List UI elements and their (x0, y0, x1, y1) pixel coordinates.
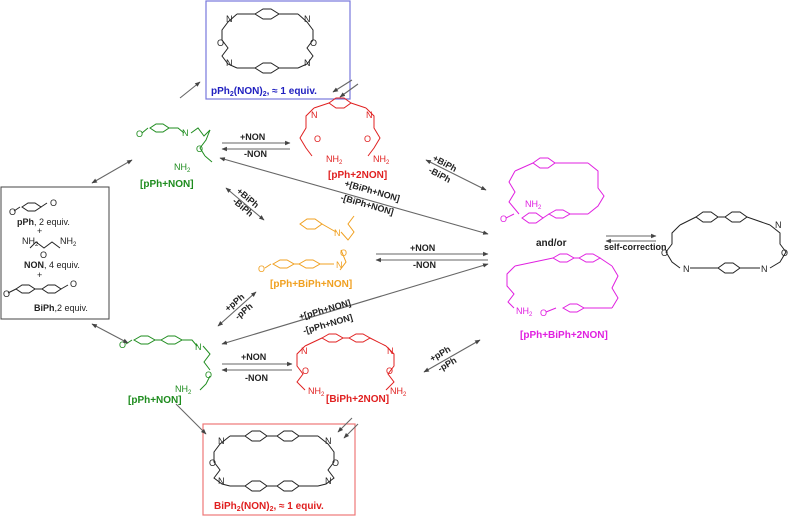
atom-n: N (218, 476, 225, 486)
atom-n: N (304, 14, 311, 24)
atom-o: O (50, 198, 57, 208)
atom-o: O (258, 264, 265, 274)
atom-o: O (500, 214, 507, 224)
label-biph-non: [pPh+NON] (128, 395, 182, 406)
label-mixed-2non: [pPh+BiPh+2NON] (520, 330, 608, 341)
atom-n: N (334, 228, 341, 238)
product-box-bottom: N N O O N N BiPh2(NON)2, ≈ 1 equiv. (202, 423, 356, 516)
atom-nh2: NH2 (516, 306, 533, 318)
compound-biph-2non: N N O O NH2 NH2 [BiPh+2NON] (296, 333, 407, 405)
atom-n: N (387, 346, 394, 356)
atom-o: O (540, 308, 547, 318)
atom-n: N (325, 476, 332, 486)
atom-n: N (366, 110, 373, 120)
atom-nh2: NH2 (390, 386, 407, 398)
atom-o: O (781, 248, 788, 258)
atom-n: N (226, 58, 233, 68)
atom-o: O (332, 458, 339, 468)
label-biph-2non: [BiPh+2NON] (326, 394, 389, 405)
compound-biph-non: O N O NH2 [pPh+NON] (119, 335, 212, 406)
atom-o: O (40, 250, 47, 260)
atom-o: O (314, 134, 321, 144)
atom-o: O (217, 38, 224, 48)
arrows (91, 79, 657, 439)
reagents-box: O O pPh, 2 equiv. + NH2 NH2 O NON, 4 equ… (0, 186, 110, 320)
arrow-label-minus-non: -NON (413, 260, 436, 270)
atom-o: O (196, 144, 203, 154)
atom-n: N (304, 58, 311, 68)
arrow-label-minus-non: -NON (244, 149, 267, 159)
macrocycle-mixed: N O O N N (661, 211, 788, 274)
atom-o: O (3, 289, 10, 299)
macrocycle-biph2non2 (213, 430, 335, 492)
compound-pph-non: O N O NH2 [pPh+NON] (136, 123, 213, 190)
atom-o: O (209, 458, 216, 468)
atom-nh2: NH2 (326, 154, 343, 166)
atom-n: N (775, 220, 782, 230)
atom-nh2: NH2 (175, 384, 192, 396)
atom-nh2: NH2 (22, 236, 39, 248)
atom-nh2: NH2 (525, 199, 542, 211)
atom-n: N (311, 110, 318, 120)
atom-o: O (302, 366, 309, 376)
reagent-biph: BiPh,2 equiv. (34, 303, 88, 313)
macrocycle-pph2non2 (221, 8, 314, 74)
atom-o: O (9, 207, 16, 217)
atom-o: O (310, 38, 317, 48)
atom-nh2: NH2 (174, 162, 191, 174)
atom-n: N (336, 260, 343, 270)
arrow-label-plus-non: +NON (410, 243, 435, 253)
atom-n: N (195, 342, 202, 352)
atom-nh2: NH2 (60, 236, 77, 248)
compound-pph-2non: N N O O NH2 NH2 [pPh+2NON] (299, 97, 390, 181)
compound-mixed-non: N O N O [pPh+BiPh+NON] (258, 215, 355, 290)
atom-n: N (226, 14, 233, 24)
product-label-top: pPh2(NON)2, ≈ 1 equiv. (211, 86, 317, 98)
plus-sign: + (37, 270, 42, 280)
atom-o: O (119, 340, 126, 350)
self-correction-label: self-correction (604, 242, 667, 252)
label-mixed-non: [pPh+BiPh+NON] (270, 279, 352, 290)
atom-n: N (683, 264, 690, 274)
product-box-top: N N O O N N pPh2(NON)2, ≈ 1 equiv. (205, 0, 351, 100)
atom-nh2: NH2 (308, 386, 325, 398)
atom-nh2: NH2 (373, 154, 390, 166)
atom-o: O (70, 279, 77, 289)
andor-label: and/or (536, 238, 567, 249)
arrow-label-plus-non: +NON (240, 132, 265, 142)
atom-o: O (136, 129, 143, 139)
arrow-label-minus-non: -NON (245, 373, 268, 383)
product-label-bottom: BiPh2(NON)2, ≈ 1 equiv. (214, 501, 324, 513)
reagent-pph: pPh, 2 equiv. (17, 217, 70, 227)
reagent-non: NON, 4 equiv. (24, 260, 80, 270)
label-pph-2non: [pPh+2NON] (328, 170, 387, 181)
atom-o: O (364, 134, 371, 144)
plus-sign: + (37, 226, 42, 236)
arrow-label-plus-non: +NON (241, 352, 266, 362)
atom-n: N (325, 436, 332, 446)
atom-n: N (182, 128, 189, 138)
atom-o: O (205, 370, 212, 380)
atom-o: O (386, 366, 393, 376)
label-pph-non: [pPh+NON] (140, 179, 194, 190)
atom-n: N (761, 264, 768, 274)
atom-n: N (301, 346, 308, 356)
compound-mixed-2non: NH2 O NH2 O [pPh+BiPh+2NON] (500, 157, 619, 341)
atom-o: O (340, 248, 347, 258)
atom-n: N (218, 436, 225, 446)
atom-o: O (661, 248, 668, 258)
